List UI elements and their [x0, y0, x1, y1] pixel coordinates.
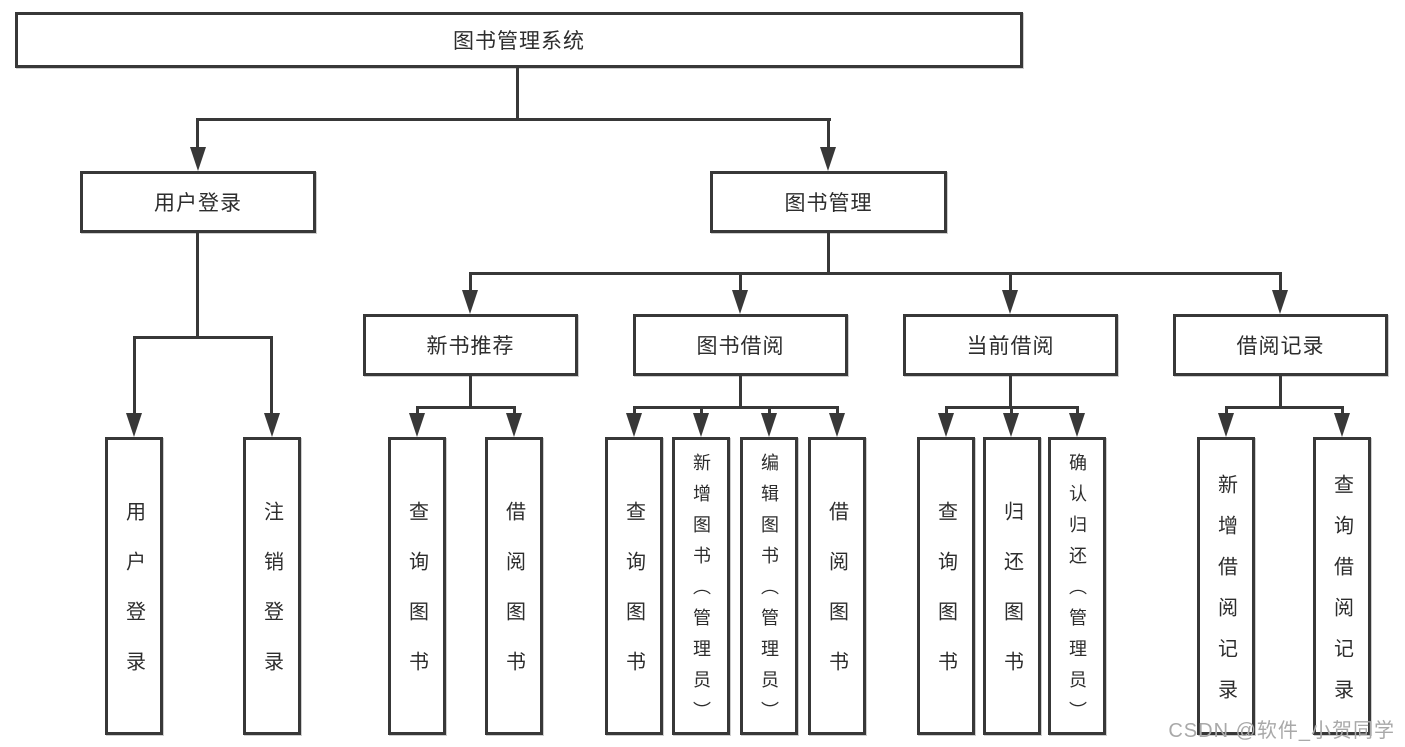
connector-stem	[1225, 406, 1228, 418]
connector-stem	[633, 406, 636, 418]
connector-stem	[1076, 406, 1079, 418]
leaf-add-book-admin: 新增图书（管理员）	[672, 437, 730, 735]
leaf-return-books: 归还图书	[983, 437, 1041, 735]
leaf-confirm-return-admin: 确认归还（管理员）	[1048, 437, 1106, 735]
leaf-label: 新增借阅记录	[1214, 473, 1237, 720]
arrow-down-icon	[938, 413, 954, 437]
arrow-down-icon	[1069, 413, 1085, 437]
arrow-down-icon	[1334, 413, 1350, 437]
connector-stem-new-book	[469, 272, 472, 294]
connector-stem-borrow-records	[1279, 272, 1282, 294]
node-user-login: 用户登录	[80, 171, 316, 233]
leaf-label: 归还图书	[1000, 501, 1023, 701]
arrow-down-icon	[190, 147, 206, 171]
connector-stem-user-login	[196, 118, 199, 151]
connector-stem-leaf-user-login	[133, 336, 136, 416]
arrow-down-icon	[264, 413, 280, 437]
connector-stem	[416, 406, 419, 418]
arrow-down-icon	[506, 413, 522, 437]
connector-borrow-records-split	[1226, 406, 1343, 409]
node-book-management: 图书管理	[710, 171, 947, 233]
csdn-watermark: CSDN @软件_小贺同学	[1168, 720, 1395, 742]
connector-book-borrow-split	[634, 406, 838, 409]
connector-borrow-records-drop	[1279, 376, 1282, 408]
arrow-down-icon	[626, 413, 642, 437]
connector-stem-leaf-logout	[270, 336, 273, 416]
arrow-down-icon	[732, 290, 748, 314]
leaf-logout: 注销登录	[243, 437, 301, 735]
leaf-add-borrow-record: 新增借阅记录	[1197, 437, 1255, 735]
connector-stem	[700, 406, 703, 418]
leaf-label: 用户登录	[122, 501, 145, 701]
connector-user-login-drop	[196, 233, 199, 338]
connector-current-borrow-drop	[1009, 376, 1012, 408]
leaf-label: 注销登录	[260, 501, 283, 701]
connector-book-mgmt-drop	[827, 233, 830, 274]
arrow-down-icon	[1272, 290, 1288, 314]
leaf-edit-book-admin: 编辑图书（管理员）	[740, 437, 798, 735]
node-root-library-management-system: 图书管理系统	[15, 12, 1023, 68]
arrow-down-icon	[409, 413, 425, 437]
leaf-label: 查询借阅记录	[1330, 473, 1353, 720]
arrow-down-icon	[761, 413, 777, 437]
leaf-user-login: 用户登录	[105, 437, 163, 735]
leaf-label: 确认归还（管理员）	[1067, 453, 1087, 732]
connector-stem	[1341, 406, 1344, 418]
connector-stem	[1010, 406, 1013, 418]
node-book-borrowing: 图书借阅	[633, 314, 848, 376]
arrow-down-icon	[820, 147, 836, 171]
connector-book-mgmt-split	[470, 272, 1282, 275]
connector-root-split	[197, 118, 831, 121]
arrow-down-icon	[1003, 413, 1019, 437]
arrow-down-icon	[462, 290, 478, 314]
leaf-label: 新增图书（管理员）	[691, 453, 711, 732]
connector-new-book-split	[417, 406, 515, 409]
leaf-label: 查询图书	[405, 501, 428, 701]
leaf-query-books-recommend: 查询图书	[388, 437, 446, 735]
connector-stem-book-borrow	[739, 272, 742, 294]
connector-user-login-split	[134, 336, 273, 339]
connector-stem	[836, 406, 839, 418]
leaf-borrow-books-recommend: 借阅图书	[485, 437, 543, 735]
connector-root-drop	[516, 68, 519, 120]
leaf-borrow-books-borrowing: 借阅图书	[808, 437, 866, 735]
connector-new-book-drop	[469, 376, 472, 408]
leaf-label: 借阅图书	[825, 501, 848, 701]
node-current-borrowing: 当前借阅	[903, 314, 1118, 376]
arrow-down-icon	[829, 413, 845, 437]
node-borrowing-records: 借阅记录	[1173, 314, 1388, 376]
leaf-label: 借阅图书	[502, 501, 525, 701]
node-new-book-recommendation: 新书推荐	[363, 314, 578, 376]
connector-book-borrow-drop	[739, 376, 742, 408]
leaf-query-books-current: 查询图书	[917, 437, 975, 735]
connector-stem-book-mgmt	[827, 118, 830, 151]
leaf-label: 查询图书	[622, 501, 645, 701]
connector-stem	[513, 406, 516, 418]
connector-stem-current-borrow	[1009, 272, 1012, 294]
leaf-label: 编辑图书（管理员）	[759, 453, 779, 732]
leaf-label: 查询图书	[934, 501, 957, 701]
arrow-down-icon	[126, 413, 142, 437]
arrow-down-icon	[1002, 290, 1018, 314]
leaf-query-books-borrowing: 查询图书	[605, 437, 663, 735]
connector-stem	[945, 406, 948, 418]
arrow-down-icon	[1218, 413, 1234, 437]
connector-stem	[768, 406, 771, 418]
arrow-down-icon	[693, 413, 709, 437]
leaf-query-borrow-record: 查询借阅记录	[1313, 437, 1371, 735]
